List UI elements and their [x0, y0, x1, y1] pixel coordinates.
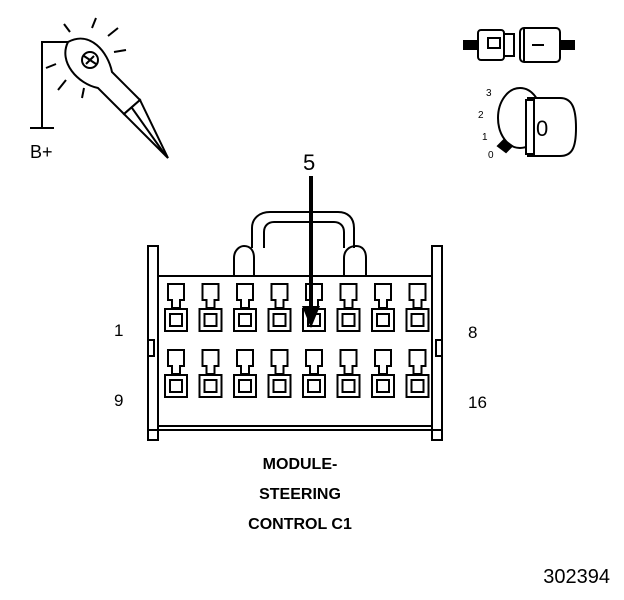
ignition-position-0: 0 — [488, 150, 494, 161]
pin-terminal-tab-3 — [236, 283, 254, 309]
b-plus-label: B+ — [30, 142, 53, 162]
callout-arrow — [302, 176, 320, 328]
pin-cavity-inner-2 — [203, 313, 218, 327]
ignition-key-icon — [496, 87, 578, 157]
pin-cavity-inner-4 — [272, 313, 287, 327]
pin-cavity-inner-15 — [376, 379, 390, 393]
connector-body — [147, 211, 443, 441]
pin-terminal-tab-15 — [374, 349, 392, 375]
pin-terminal-tab-8 — [408, 283, 427, 309]
pin-terminal-tab-16 — [408, 349, 427, 375]
pin-terminal-tab-9 — [167, 349, 185, 375]
connector-title-line-3: CONTROL C1 — [248, 516, 352, 533]
pin-cavity-inner-12 — [272, 379, 287, 393]
pin-cavity-inner-16 — [410, 379, 425, 393]
test-light-icon — [30, 17, 169, 159]
pin-label-8: 8 — [468, 323, 477, 342]
pin-cavity-inner-9 — [169, 379, 183, 393]
connector-title-line-1: MODULE- — [262, 456, 338, 473]
pin-terminal-tab-6 — [339, 283, 358, 309]
pin-terminal-tab-12 — [270, 349, 289, 375]
connector-title-line-2: STEERING — [259, 486, 341, 503]
pin-terminal-tab-4 — [270, 283, 289, 309]
ignition-position-2: 2 — [478, 110, 484, 121]
pin-cavity-inner-8 — [410, 313, 425, 327]
pin-cavity-inner-14 — [341, 379, 356, 393]
pin-cavity-inner-1 — [169, 313, 183, 327]
pin-label-16: 16 — [468, 393, 487, 412]
pin-cavity-inner-6 — [341, 313, 356, 327]
ignition-position-3: 3 — [486, 88, 492, 99]
callout-label: 5 — [303, 150, 315, 175]
pin-terminal-tab-2 — [201, 283, 220, 309]
pin-cavity-inner-11 — [238, 379, 252, 393]
connector-disconnect-icon — [463, 27, 575, 63]
figure-number: 302394 — [543, 566, 610, 588]
ignition-position-1: 1 — [482, 132, 488, 143]
pin-cavity-inner-3 — [238, 313, 252, 327]
pin-terminal-tab-5 — [305, 283, 323, 309]
pin-label-9: 9 — [114, 391, 123, 410]
ignition-key-label: 0 — [536, 116, 548, 141]
pin-cavity-inner-7 — [376, 313, 390, 327]
pin-terminal-tab-14 — [339, 349, 358, 375]
pin-cavity-inner-13 — [307, 379, 321, 393]
pin-cavity-inner-10 — [203, 379, 218, 393]
pin-terminal-tab-10 — [201, 349, 220, 375]
pin-terminal-tab-7 — [374, 283, 392, 309]
pin-label-1: 1 — [114, 321, 123, 340]
pin-terminal-tab-13 — [305, 349, 323, 375]
pin-terminal-tab-11 — [236, 349, 254, 375]
pin-terminal-tab-1 — [167, 283, 185, 309]
connector-pins — [164, 283, 430, 398]
